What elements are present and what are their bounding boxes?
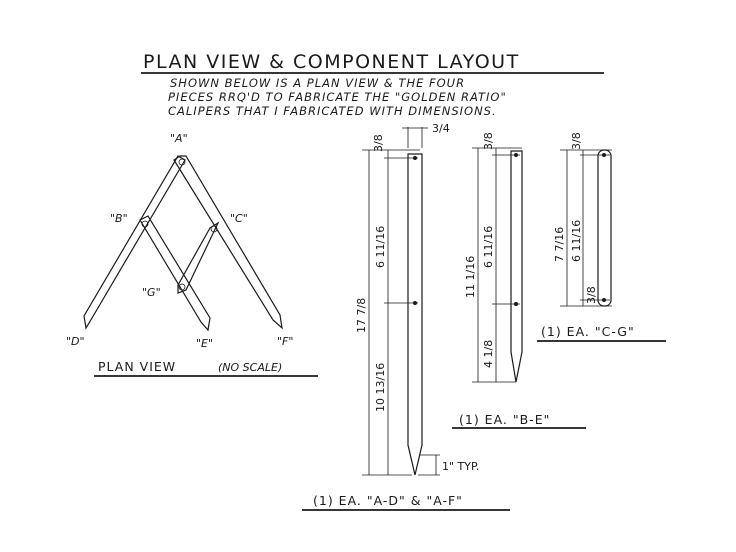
dim-lower: 3/8 <box>585 286 598 304</box>
intro-line-2: PIECES RRQ'D TO FABRICATE THE "GOLDEN RA… <box>168 90 507 104</box>
dim-upper: 6 11/16 <box>374 226 387 268</box>
dim-tip: 1" TYP. <box>442 460 479 473</box>
piece-a-d-a-f: 3/8 3/4 17 7/8 6 11/16 10 13/16 1" TYP. … <box>302 122 510 511</box>
label-c: "C" <box>230 212 248 225</box>
piece-c-g: 3/8 7 7/16 6 11/16 3/8 (1) EA. "C-G" <box>537 132 666 342</box>
dim-top: 3/8 <box>570 132 583 150</box>
label-d: "D" <box>66 335 85 348</box>
label-a: "A" <box>170 132 188 145</box>
pivot-hole-top <box>413 156 417 160</box>
label-g: "G" <box>142 286 161 299</box>
arm-c-g <box>177 221 220 294</box>
label-e: "E" <box>196 337 213 350</box>
piece-b-e: 3/8 11 1/16 6 11/16 4 1/8 (1) EA. "B-E" <box>452 132 586 429</box>
pivot-hole-middle <box>514 302 518 306</box>
pivot-g <box>178 283 186 291</box>
leg-a-d <box>83 155 186 330</box>
piece-b-e-caption: (1) EA. "B-E" <box>459 412 550 427</box>
label-b: "B" <box>110 212 128 225</box>
leg-a-f <box>173 155 283 330</box>
intro-line-1: SHOWN BELOW IS A PLAN VIEW & THE FOUR <box>170 76 465 90</box>
plan-view: "A" "B" "C" "D" "E" "F" "G" PLAN VIEW (N… <box>66 132 318 377</box>
pivot-hole-middle <box>413 301 417 305</box>
plan-view-note: (NO SCALE) <box>218 361 282 374</box>
dim-upper: 6 11/16 <box>482 226 495 268</box>
pivot-b <box>141 220 149 228</box>
pivot-c <box>210 225 218 233</box>
pivot-a <box>178 158 186 166</box>
arm-b-e <box>139 215 211 332</box>
dim-overall: 11 1/16 <box>464 256 477 298</box>
drawing-title: PLAN VIEW & COMPONENT LAYOUT <box>143 51 520 73</box>
dim-lower: 4 1/8 <box>482 340 495 368</box>
plan-view-caption: PLAN VIEW <box>98 359 176 374</box>
piece-c-g-outline <box>597 149 612 307</box>
dim-top-a: 3/8 <box>372 134 385 152</box>
dim-top-b: 3/4 <box>432 122 450 135</box>
dim-lower: 10 13/16 <box>374 363 387 412</box>
piece-b-e-outline <box>510 150 523 383</box>
pivot-hole-bottom <box>602 298 606 302</box>
intro-line-3: CALIPERS THAT I FABRICATED WITH DIMENSIO… <box>168 104 497 118</box>
label-f: "F" <box>277 335 293 348</box>
pivot-hole-top <box>602 153 606 157</box>
piece-c-g-caption: (1) EA. "C-G" <box>541 324 635 339</box>
dim-top: 3/8 <box>482 132 495 150</box>
piece-a-d-outline <box>407 153 423 476</box>
dim-upper: 6 11/16 <box>570 220 583 262</box>
piece-a-d-caption: (1) EA. "A-D" & "A-F" <box>313 493 463 508</box>
dim-overall: 7 7/16 <box>553 227 566 262</box>
dim-overall: 17 7/8 <box>355 298 368 333</box>
pivot-hole-top <box>514 153 518 157</box>
